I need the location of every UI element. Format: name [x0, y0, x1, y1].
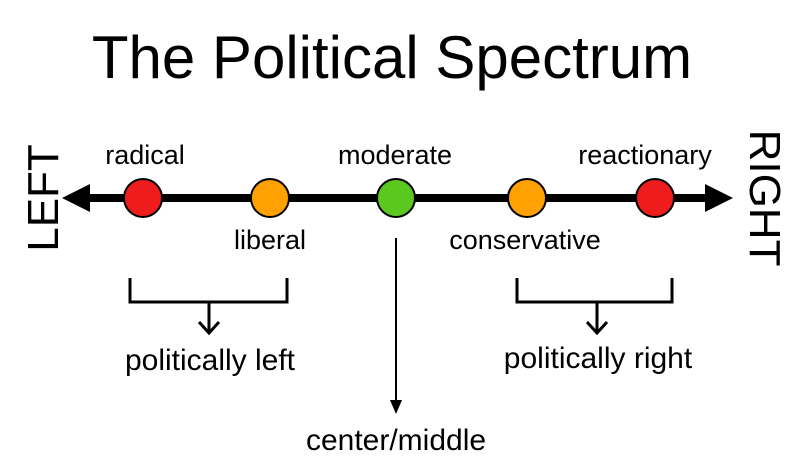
liberal-label: liberal [234, 225, 306, 255]
politically-right-label: politically right [504, 342, 693, 375]
left-label: LEFT [19, 144, 68, 252]
right-arrowhead [705, 184, 733, 212]
conservative-point [507, 178, 547, 218]
moderate-point [376, 178, 416, 218]
liberal-point [250, 178, 290, 218]
left-bracket [128, 278, 289, 304]
right-label: RIGHT [740, 130, 789, 267]
moderate-label: moderate [338, 140, 452, 170]
politically-left-label: politically left [125, 344, 296, 377]
conservative-label: conservative [449, 225, 601, 255]
left-arrowhead-small [197, 320, 221, 336]
reactionary-label: reactionary [578, 140, 712, 170]
left-arrowhead [62, 184, 90, 212]
diagram-title: The Political Spectrum [92, 24, 692, 91]
radical-label: radical [105, 140, 185, 170]
radical-point [123, 178, 163, 218]
center-label: center/middle [306, 424, 486, 457]
right-arrowhead-small [585, 320, 609, 336]
reactionary-point [635, 178, 675, 218]
right-bracket [515, 278, 674, 304]
center-arrowhead [390, 400, 402, 414]
